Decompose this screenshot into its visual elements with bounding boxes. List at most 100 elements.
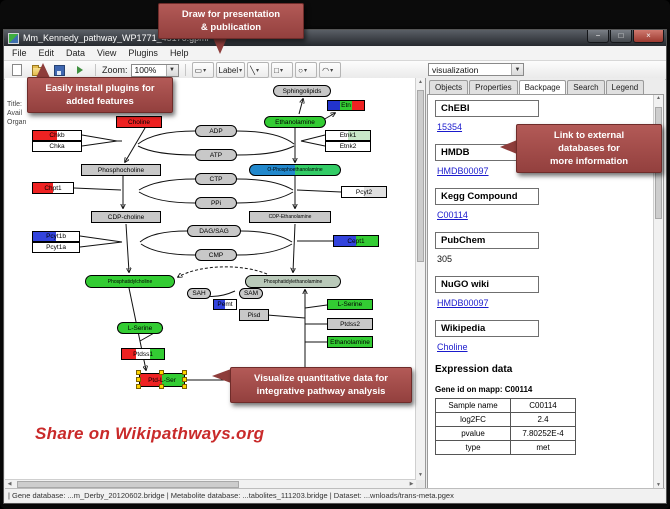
scroll-down-icon[interactable]: ▼ bbox=[418, 472, 423, 478]
export-button[interactable] bbox=[71, 62, 89, 78]
scroll-up-icon[interactable]: ▲ bbox=[418, 79, 423, 85]
pathway-node-ptdss2[interactable]: Ptdss2 bbox=[327, 318, 373, 330]
section-value-chebi[interactable]: 15354 bbox=[437, 122, 463, 132]
toolbar-tool-[interactable]: ○▾ bbox=[295, 62, 318, 78]
menu-item-view[interactable]: View bbox=[97, 48, 117, 58]
scroll-down-icon[interactable]: ▼ bbox=[656, 482, 661, 488]
pathway-node-phosphatidylethanolamine[interactable]: Phosphatidylethanolamine bbox=[245, 275, 341, 288]
toolbar-tool-[interactable]: ╲▾ bbox=[247, 62, 270, 78]
pathway-node-l-serine[interactable]: L-Serine bbox=[117, 322, 163, 334]
scrollbar-thumb[interactable] bbox=[17, 481, 239, 488]
node-label: SAM bbox=[243, 290, 259, 297]
pathway-node-ctp[interactable]: CTP bbox=[195, 173, 237, 185]
pathway-node-ptdss1[interactable]: Ptdss1 bbox=[121, 348, 165, 360]
chevron-down-icon[interactable]: ▼ bbox=[511, 64, 523, 75]
menu-item-plugins[interactable]: Plugins bbox=[128, 48, 158, 58]
tab-objects[interactable]: Objects bbox=[429, 80, 469, 94]
selection-handle[interactable] bbox=[136, 377, 141, 382]
scrollbar-thumb[interactable] bbox=[417, 90, 424, 262]
canvas-horizontal-scrollbar[interactable]: ◀ ▶ bbox=[5, 479, 416, 489]
callout-pointer-up bbox=[36, 63, 50, 78]
close-button[interactable]: × bbox=[633, 30, 664, 43]
section-value-kegg-compound[interactable]: C00114 bbox=[437, 210, 468, 220]
menu-item-data[interactable]: Data bbox=[66, 48, 86, 58]
pathway-node-ethanolamine[interactable]: Ethanolamine bbox=[264, 116, 326, 128]
selection-handle[interactable] bbox=[159, 370, 164, 375]
minimize-button[interactable]: − bbox=[587, 30, 609, 43]
pathway-node-dag-sag[interactable]: DAG/SAG bbox=[187, 225, 241, 237]
canvas-vertical-scrollbar[interactable]: ▲ ▼ bbox=[415, 78, 425, 480]
toolbar-tool-label[interactable]: Label▾ bbox=[215, 62, 246, 78]
chevron-down-icon[interactable]: ▾ bbox=[239, 67, 243, 74]
pathway-node-cept1[interactable]: Cept1 bbox=[333, 235, 379, 247]
pathway-node-cdp-ethanolamine[interactable]: CDP-Ethanolamine bbox=[249, 211, 331, 223]
pathway-node-sah[interactable]: SAH bbox=[187, 288, 211, 299]
toolbar-tool-[interactable]: □▾ bbox=[271, 62, 294, 78]
pathway-node-ppi[interactable]: PPi bbox=[195, 197, 237, 209]
menu-item-file[interactable]: File bbox=[12, 48, 27, 58]
selection-handle[interactable] bbox=[159, 384, 164, 389]
visualization-combobox[interactable]: visualization ▼ bbox=[428, 63, 524, 76]
pathway-node-etnk1[interactable]: Etnk1 bbox=[325, 130, 371, 141]
scroll-left-icon[interactable]: ◀ bbox=[7, 481, 12, 487]
pathway-node-sphingolipids[interactable]: Sphingolipids bbox=[273, 85, 331, 97]
pathway-node-sam[interactable]: SAM bbox=[239, 288, 263, 299]
chevron-down-icon[interactable]: ▾ bbox=[330, 67, 334, 74]
chevron-down-icon[interactable]: ▾ bbox=[279, 67, 283, 74]
pathway-node-l-serine[interactable]: L-Serine bbox=[327, 299, 373, 310]
toolbar-tool-[interactable]: ◠▾ bbox=[319, 62, 342, 78]
section-value-hmdb[interactable]: HMDB00097 bbox=[437, 166, 489, 176]
node-label: CDP-Ethanolamine bbox=[268, 214, 312, 220]
selection-handle[interactable] bbox=[182, 377, 187, 382]
pathway-node-etnk2[interactable]: Etnk2 bbox=[325, 141, 371, 152]
selection-handle[interactable] bbox=[136, 370, 141, 375]
title-bar[interactable]: Mm_Kennedy_pathway_WP1771_45176.gpml − □… bbox=[4, 30, 666, 46]
callout-draw-presentation: Draw for presentation & publication bbox=[158, 3, 304, 39]
pathway-node-choline[interactable]: Choline bbox=[116, 116, 162, 128]
scroll-right-icon[interactable]: ▶ bbox=[409, 481, 414, 487]
menu-item-help[interactable]: Help bbox=[169, 48, 189, 58]
callout-external-databases: Link to external databases for more info… bbox=[516, 124, 662, 173]
menu-item-edit[interactable]: Edit bbox=[38, 48, 55, 58]
pathway-node-pcyt1a[interactable]: Pcyt1a bbox=[32, 242, 80, 253]
pathway-node-etn[interactable]: Etn bbox=[327, 100, 365, 111]
pathway-node-pcyt1b[interactable]: Pcyt1b bbox=[32, 231, 80, 242]
table-cell: pvalue bbox=[435, 426, 511, 441]
pathway-node-cdp-choline[interactable]: CDP-choline bbox=[91, 211, 161, 223]
pathway-node-chpt1[interactable]: Chpt1 bbox=[32, 182, 74, 194]
toolbar-tool-[interactable]: ▭▾ bbox=[191, 62, 214, 78]
pathway-node-o-phosphoethanolamine[interactable]: O-Phosphoethanolamine bbox=[249, 164, 341, 176]
tab-backpage[interactable]: Backpage bbox=[518, 80, 567, 95]
tab-properties[interactable]: Properties bbox=[469, 80, 518, 94]
selection-handle[interactable] bbox=[136, 384, 141, 389]
pathway-node-pisd[interactable]: Pisd bbox=[239, 309, 269, 321]
chevron-down-icon[interactable]: ▾ bbox=[203, 67, 207, 74]
node-label: O-Phosphoethanolamine bbox=[267, 167, 323, 173]
save-button[interactable] bbox=[50, 62, 68, 78]
scroll-up-icon[interactable]: ▲ bbox=[656, 95, 661, 101]
chevron-down-icon[interactable]: ▼ bbox=[165, 64, 178, 76]
pathway-node-pcyt2[interactable]: Pcyt2 bbox=[341, 186, 387, 198]
new-file-button[interactable] bbox=[8, 62, 26, 78]
pathway-node-phosphocholine[interactable]: Phosphocholine bbox=[81, 164, 161, 176]
zoom-combobox[interactable]: 100% ▼ bbox=[130, 63, 179, 77]
pathway-node-adp[interactable]: ADP bbox=[195, 125, 237, 137]
chevron-down-icon[interactable]: ▾ bbox=[255, 67, 259, 74]
pathway-node-pemt[interactable]: Pemt bbox=[213, 299, 237, 310]
tab-legend[interactable]: Legend bbox=[605, 80, 645, 94]
pathway-node-chka[interactable]: Chka bbox=[32, 141, 82, 152]
pathway-node-chkb[interactable]: Chkb bbox=[32, 130, 82, 141]
maximize-button[interactable]: □ bbox=[610, 30, 632, 43]
section-value-nugo-wiki[interactable]: HMDB00097 bbox=[437, 298, 489, 308]
pathway-node-phosphatidylcholine[interactable]: Phosphatidylcholine bbox=[85, 275, 175, 288]
tab-search[interactable]: Search bbox=[567, 80, 605, 94]
pathway-node-ethanolamine[interactable]: Ethanolamine bbox=[327, 336, 373, 348]
pathway-node-cmp[interactable]: CMP bbox=[195, 249, 237, 261]
pathway-node-atp[interactable]: ATP bbox=[195, 149, 237, 161]
selection-handle[interactable] bbox=[182, 384, 187, 389]
selection-handle[interactable] bbox=[182, 370, 187, 375]
chevron-down-icon[interactable]: ▾ bbox=[303, 67, 307, 74]
section-value-wikipedia[interactable]: Choline bbox=[437, 342, 468, 352]
